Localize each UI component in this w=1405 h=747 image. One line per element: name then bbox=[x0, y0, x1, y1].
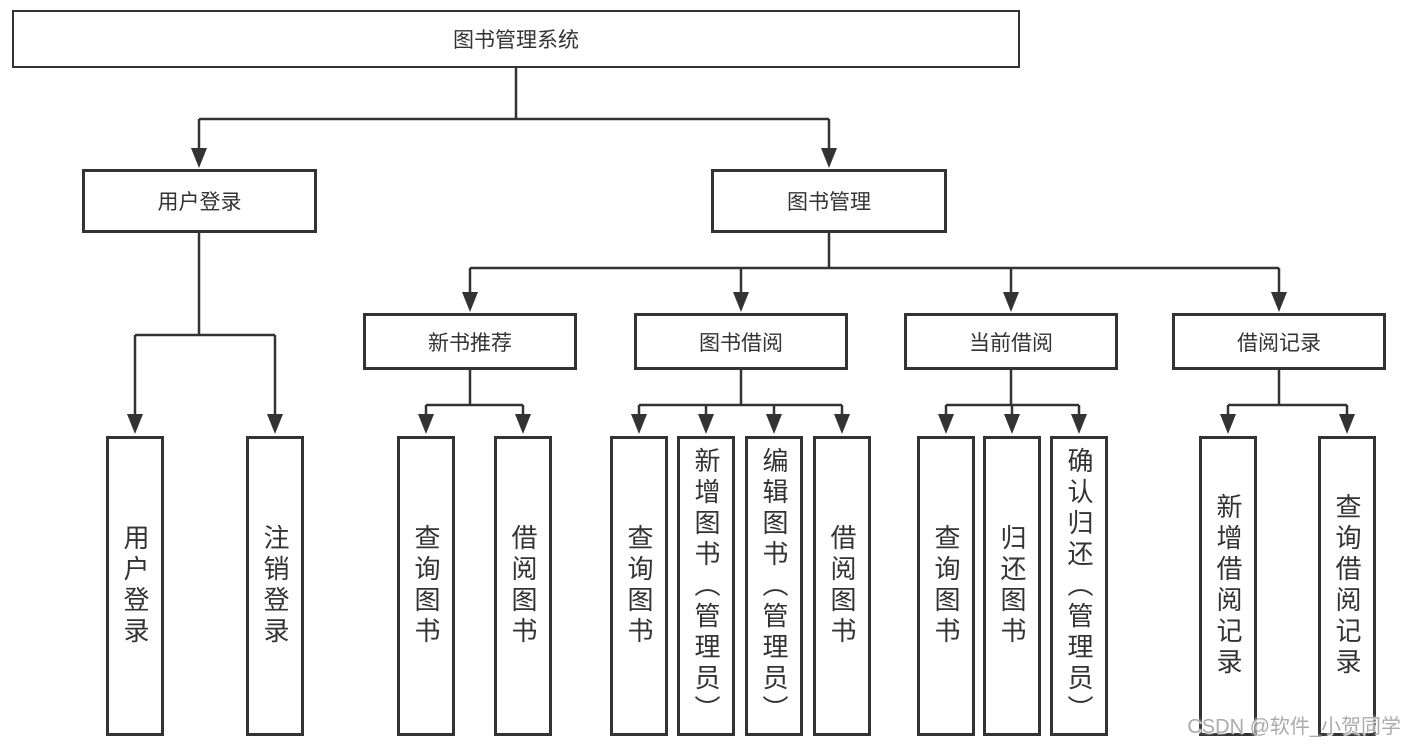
node-new-book-recommendation-label: 新书推荐 bbox=[428, 331, 512, 355]
node-query-books-borrowing-label: 查询图书 bbox=[624, 524, 654, 648]
node-query-books-current-label: 查询图书 bbox=[931, 524, 961, 648]
node-edit-books-admin: 编辑图书（管理员） bbox=[745, 436, 803, 736]
node-user-login-action: 用户登录 bbox=[106, 436, 164, 736]
node-user-login-action-label: 用户登录 bbox=[120, 524, 150, 648]
node-book-management: 图书管理 bbox=[711, 169, 947, 233]
node-query-borrowing-record-label: 查询借阅记录 bbox=[1332, 493, 1362, 679]
node-new-book-recommendation: 新书推荐 bbox=[363, 313, 577, 370]
connector-user-login-children bbox=[133, 233, 277, 419]
connector-borrowing-records-children bbox=[1226, 370, 1349, 419]
arrowheads bbox=[127, 148, 1355, 434]
node-user-login: 用户登录 bbox=[82, 169, 317, 233]
node-current-borrowing-label: 当前借阅 bbox=[969, 331, 1053, 355]
connector-root-to-level2 bbox=[197, 68, 831, 153]
node-query-borrowing-record: 查询借阅记录 bbox=[1318, 436, 1376, 736]
node-logout-action-label: 注销登录 bbox=[260, 524, 290, 648]
node-book-management-label: 图书管理 bbox=[787, 191, 871, 214]
node-return-books: 归还图书 bbox=[983, 436, 1041, 736]
node-query-books-recommendation: 查询图书 bbox=[397, 436, 455, 736]
node-borrowing-records-label: 借阅记录 bbox=[1237, 331, 1321, 355]
node-add-books-admin: 新增图书（管理员） bbox=[677, 436, 735, 736]
node-return-books-label: 归还图书 bbox=[997, 524, 1027, 648]
node-borrow-books-recommendation-label: 借阅图书 bbox=[508, 524, 538, 648]
node-add-borrowing-record: 新增借阅记录 bbox=[1199, 436, 1257, 736]
connector-current-borrowing-children bbox=[944, 370, 1081, 419]
connector-book-borrowing-children bbox=[637, 370, 844, 419]
node-query-books-recommendation-label: 查询图书 bbox=[411, 524, 441, 648]
node-edit-books-admin-label: 编辑图书（管理员） bbox=[759, 446, 789, 726]
node-book-borrowing: 图书借阅 bbox=[634, 313, 848, 370]
connector-new-book-recommendation-children bbox=[424, 370, 525, 419]
node-add-books-admin-label: 新增图书（管理员） bbox=[691, 446, 721, 726]
node-add-borrowing-record-label: 新增借阅记录 bbox=[1213, 493, 1243, 679]
node-library-management-system-label: 图书管理系统 bbox=[453, 29, 579, 52]
watermark: CSDN @软件_小贺同学 bbox=[1187, 716, 1401, 738]
node-confirm-return-admin: 确认归还（管理员） bbox=[1050, 436, 1108, 736]
node-borrow-books-borrowing-label: 借阅图书 bbox=[827, 524, 857, 648]
node-borrow-books-borrowing: 借阅图书 bbox=[813, 436, 871, 736]
connector-book-management-children bbox=[468, 233, 1281, 297]
node-borrowing-records: 借阅记录 bbox=[1172, 313, 1386, 370]
node-book-borrowing-label: 图书借阅 bbox=[699, 331, 783, 355]
node-confirm-return-admin-label: 确认归还（管理员） bbox=[1064, 446, 1094, 726]
node-borrow-books-recommendation: 借阅图书 bbox=[494, 436, 552, 736]
node-query-books-current: 查询图书 bbox=[917, 436, 975, 736]
node-user-login-label: 用户登录 bbox=[157, 191, 242, 214]
node-query-books-borrowing: 查询图书 bbox=[610, 436, 668, 736]
node-logout-action: 注销登录 bbox=[246, 436, 304, 736]
node-current-borrowing: 当前借阅 bbox=[904, 313, 1118, 370]
node-library-management-system: 图书管理系统 bbox=[12, 10, 1020, 68]
